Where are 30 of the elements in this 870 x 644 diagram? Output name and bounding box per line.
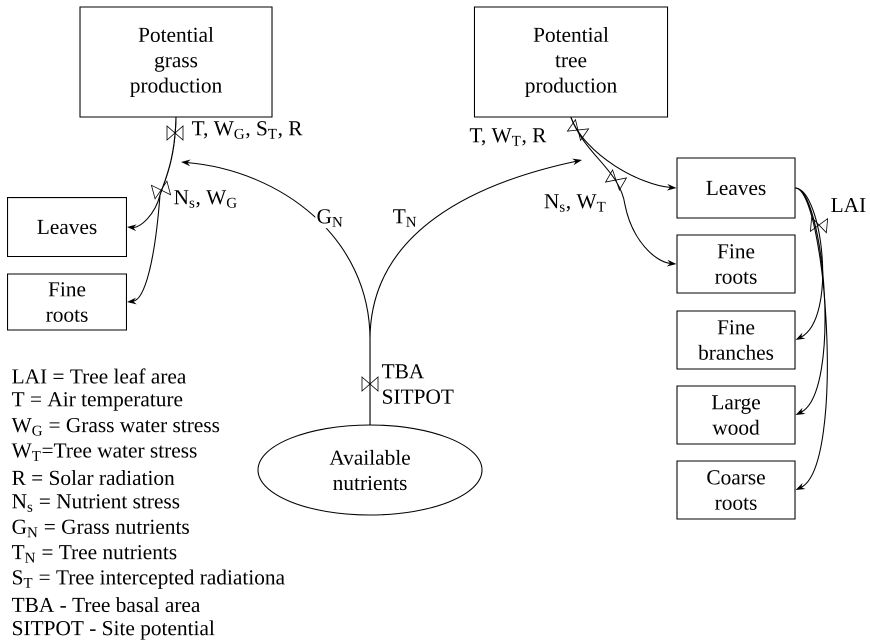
process-box: Coarse roots <box>676 460 796 520</box>
key-entry: R = Solar radiation <box>12 470 174 486</box>
valve-label: LAI <box>831 198 866 212</box>
key-entry: N$_{s}$ = Nutrient stress <box>12 494 180 512</box>
arrow <box>795 188 826 415</box>
arrow <box>795 188 824 340</box>
process-box: Leaves <box>676 157 796 219</box>
process-box: Fine branches <box>676 310 796 370</box>
key-entry: W$_{G}$ = Grass water stress <box>12 418 220 436</box>
process-box: Large wood <box>676 385 796 445</box>
key-entry: S$_{T}$ = Tree intercepted radiationa <box>13 570 285 589</box>
process-box: Potential grass production <box>79 6 273 118</box>
process-box: Fine roots <box>7 273 127 331</box>
key-entry: LAI = Tree leaf area <box>12 368 186 384</box>
valve-label: T, W$_{G}$, S$_{T}$, R <box>192 121 302 139</box>
key-entry: TBA - Tree basal area <box>12 597 200 612</box>
process-box: Leaves <box>7 197 127 257</box>
key-entry: T$_{N}$ = Tree nutrients <box>12 545 176 563</box>
key-entry: T = Air temperature <box>12 392 182 411</box>
process-box: Potential tree production <box>474 6 668 118</box>
valve-label: TBA SITPOT <box>382 364 454 404</box>
key-entry: W$_{T}$=Tree water stress <box>12 444 197 461</box>
process-box: Fine roots <box>676 234 796 294</box>
edge-label: G$_{N}$ <box>317 209 342 227</box>
edge-label: T$_{N}$ <box>393 209 416 227</box>
key-entry: G$_{N}$ = Grass nutrients <box>12 520 189 538</box>
arrow <box>795 188 828 490</box>
valve-label: N$_{s}$, W$_{T}$ <box>544 194 606 212</box>
key-entry: SITPOT - Site potential <box>13 620 214 640</box>
valve-label: N$_{s}$, W$_{G}$ <box>174 190 237 208</box>
